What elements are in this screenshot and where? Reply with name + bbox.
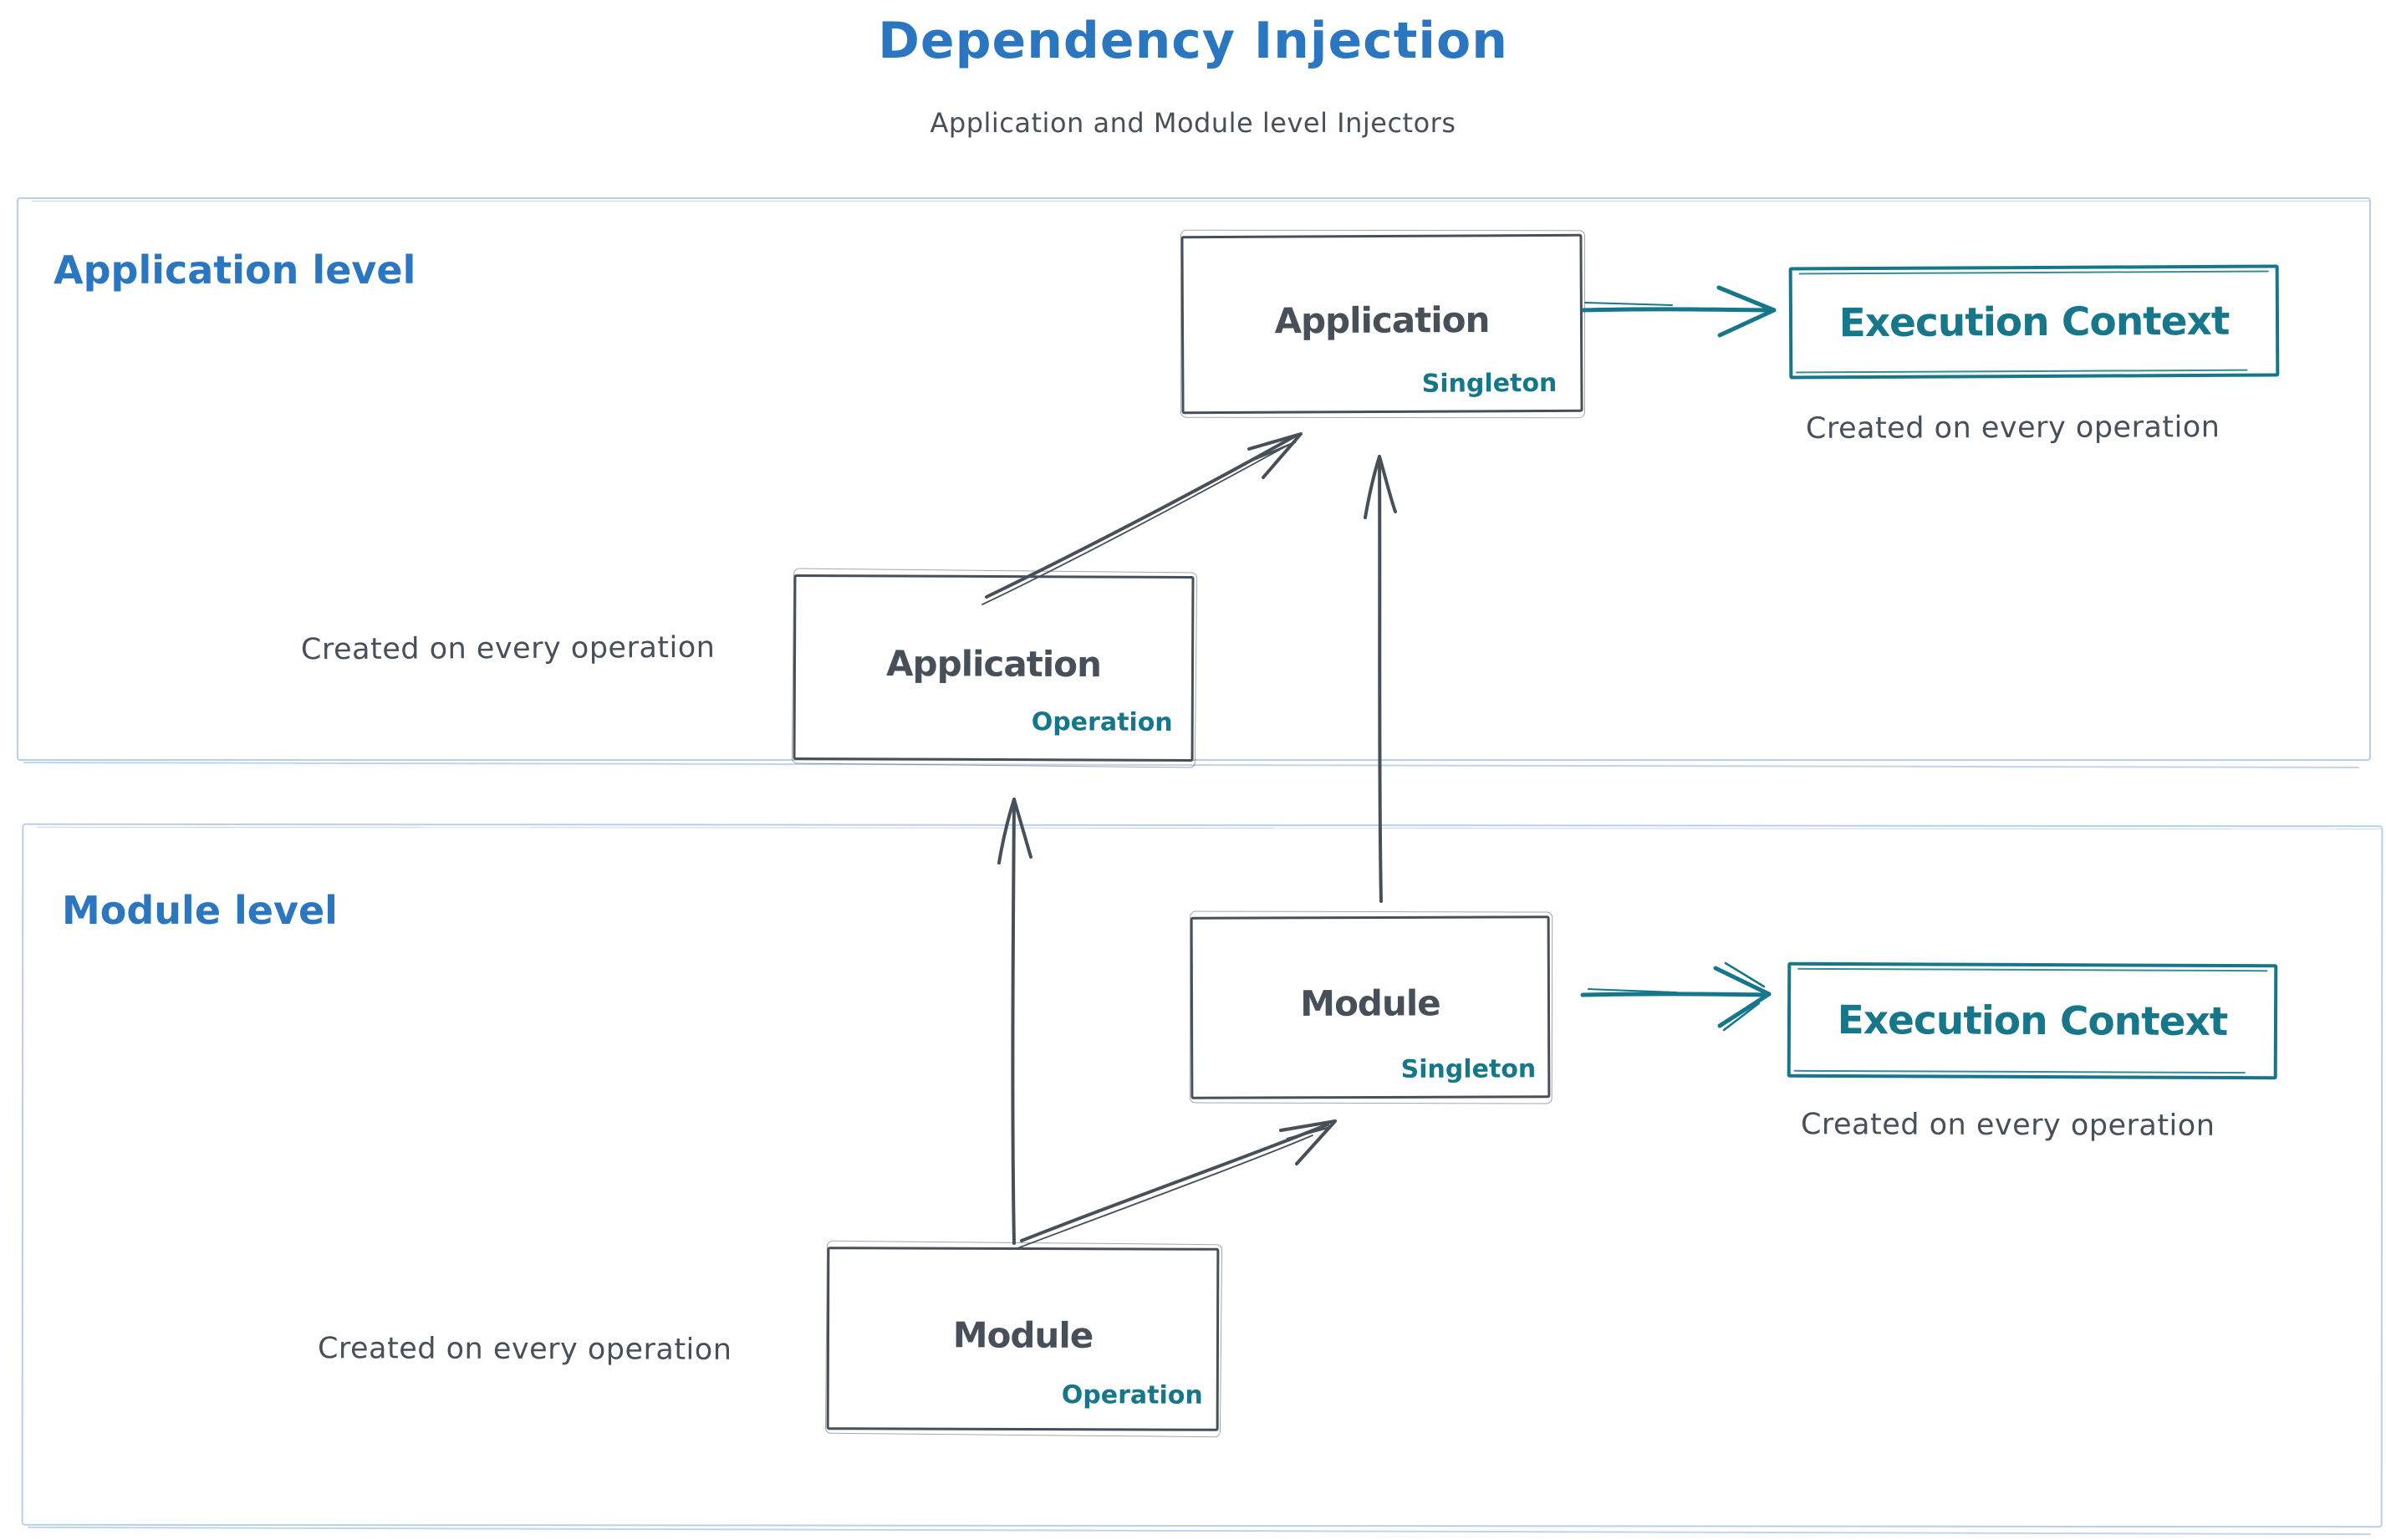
note-execution-context-module: Created on every operation: [1800, 1108, 2215, 1143]
module-operation-node: Module Operation: [826, 1247, 1220, 1431]
execution-context-app-node: Execution Context: [1788, 264, 2280, 380]
module-level-label: Module level: [62, 888, 338, 933]
application-level-label: Application level: [54, 247, 416, 293]
application-operation-title: Application: [885, 643, 1102, 686]
module-operation-title: Module: [952, 1313, 1094, 1356]
diagram-title: Dependency Injection: [878, 12, 1508, 70]
module-singleton-node: Module Singleton: [1190, 915, 1551, 1099]
execution-context-module-label: Execution Context: [1837, 997, 2228, 1045]
diagram-subtitle: Application and Module level Injectors: [930, 107, 1456, 139]
note-execution-context-app: Created on every operation: [1805, 410, 2220, 446]
application-singleton-title: Application: [1274, 298, 1490, 341]
execution-context-app-label: Execution Context: [1838, 298, 2230, 346]
application-singleton-node: Application Singleton: [1180, 233, 1583, 415]
note-app-operation: Created on every operation: [300, 630, 716, 667]
module-singleton-tag: Singleton: [1400, 1054, 1537, 1084]
module-operation-tag: Operation: [1061, 1380, 1203, 1410]
application-singleton-tag: Singleton: [1421, 368, 1558, 399]
application-level-container: [17, 197, 2371, 761]
execution-context-module-node: Execution Context: [1787, 961, 2278, 1080]
application-operation-node: Application Operation: [793, 574, 1195, 762]
note-module-operation: Created on every operation: [317, 1332, 732, 1367]
module-singleton-title: Module: [1300, 982, 1440, 1024]
application-operation-tag: Operation: [1031, 707, 1173, 737]
